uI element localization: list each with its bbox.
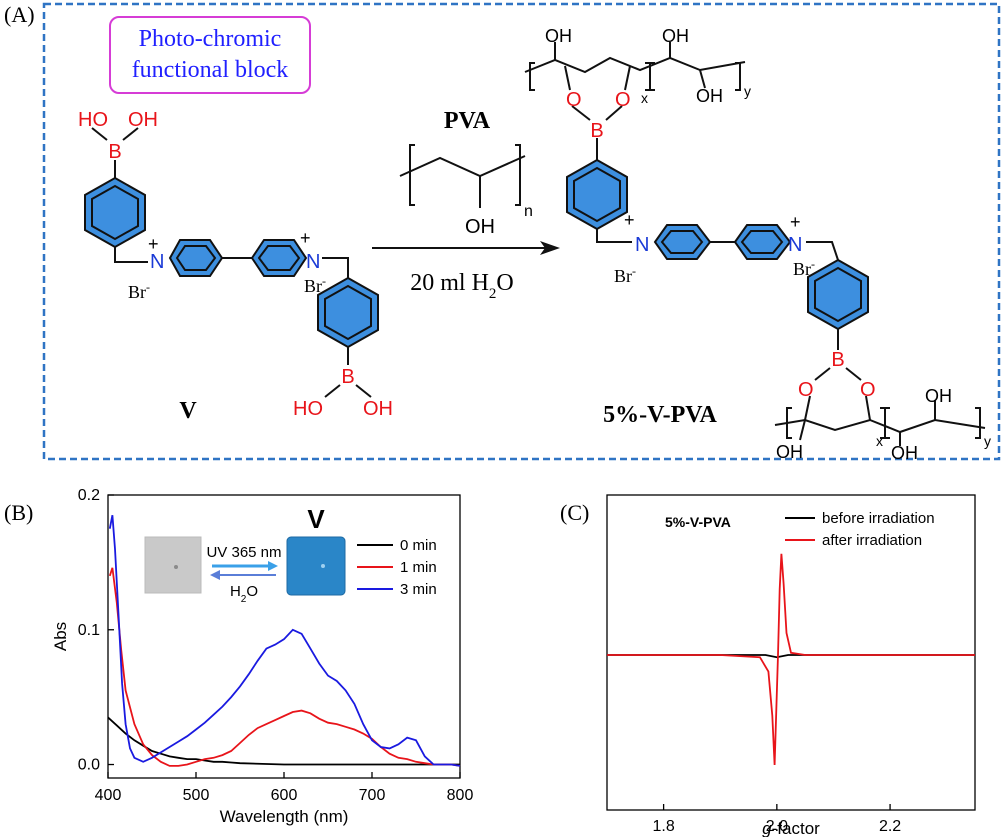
reaction-arrow-head xyxy=(540,241,560,255)
reaction-condition: 20 ml H2O xyxy=(410,270,514,302)
product-br-1: Br- xyxy=(614,264,636,286)
benzene-ring-top xyxy=(84,176,146,249)
legend-label-3: 3 min xyxy=(400,581,437,598)
product-br-2: Br- xyxy=(793,257,815,279)
reactant-oh-bottom: OH xyxy=(363,398,393,420)
product-o-4: O xyxy=(860,379,876,401)
product-plus-2: + xyxy=(790,212,801,232)
panel-c-label: (C) xyxy=(560,500,589,525)
reactant-plus-1: + xyxy=(148,234,159,254)
reactant-oh-top: OH xyxy=(128,109,158,131)
reactant-br-2: Br- xyxy=(304,274,326,296)
product-sub-x-top: x xyxy=(641,90,648,106)
series-line-1 xyxy=(107,716,460,766)
panel-c-title: 5%-V-PVA xyxy=(665,514,731,530)
panel-a-label: (A) xyxy=(4,2,35,27)
legend-label-1: before irradiation xyxy=(822,510,935,527)
x-tick-label: 400 xyxy=(95,787,122,804)
reagent-label: PVA xyxy=(444,108,491,134)
pva-oh: OH xyxy=(465,216,495,238)
product-n-1: N xyxy=(635,234,649,256)
pva-n: n xyxy=(524,203,533,220)
film-before-photo xyxy=(144,536,202,594)
x-tick-label: 800 xyxy=(447,787,474,804)
x-tick-label: 700 xyxy=(359,787,386,804)
product-o-3: O xyxy=(798,379,814,401)
product-oh-2: OH xyxy=(662,26,689,46)
film-before-spot xyxy=(174,565,178,569)
reactant-br-1: Br- xyxy=(128,280,150,302)
inset-h2o-label: H2O xyxy=(230,583,258,605)
x-tick-label: 2.2 xyxy=(879,818,901,835)
x-axis-label: g-factor xyxy=(762,819,820,837)
reactant-plus-2: + xyxy=(300,228,311,248)
product-sub-x-bottom: x xyxy=(876,433,883,449)
product-oh-4: OH xyxy=(925,386,952,406)
y-tick-label: 0.0 xyxy=(78,757,100,774)
film-after-spot xyxy=(321,564,325,568)
product-oh-6: OH xyxy=(891,443,918,463)
product-oh-3: OH xyxy=(696,86,723,106)
reactant-boron-top: B xyxy=(108,141,121,163)
film-after-photo xyxy=(286,536,346,596)
y-tick-label: 0.1 xyxy=(78,622,100,639)
reactant-label: V xyxy=(179,398,197,424)
callout-box xyxy=(109,16,311,94)
series-line-2 xyxy=(607,553,975,766)
panel-b-label: (B) xyxy=(4,500,33,525)
product-sub-y-top: y xyxy=(744,83,751,99)
x-tick-label: 600 xyxy=(271,787,298,804)
product-o-2: O xyxy=(615,89,631,111)
product-n-2: N xyxy=(788,234,802,256)
legend-label-2: 1 min xyxy=(400,559,437,576)
product-structure xyxy=(524,42,986,446)
series-line-3 xyxy=(108,515,461,767)
benzene-ring-bottom xyxy=(317,276,379,349)
reactant-n-1: N xyxy=(150,251,164,273)
product-boron-top: B xyxy=(590,120,603,142)
pva-structure xyxy=(399,144,526,208)
h2o-arrow-head xyxy=(210,570,220,580)
plot-frame xyxy=(606,494,976,811)
product-o-1: O xyxy=(566,89,582,111)
product-label: 5%-V-PVA xyxy=(603,402,717,428)
reactant-structure xyxy=(84,127,379,398)
x-tick-label: 1.8 xyxy=(652,818,674,835)
reactant-ho-top: HO xyxy=(78,109,108,131)
inset-uv-label: UV 365 nm xyxy=(206,544,281,561)
y-tick-label: 0.2 xyxy=(78,487,100,504)
inset-title: V xyxy=(307,504,325,534)
panel-a-frame xyxy=(42,2,1001,461)
product-oh-1: OH xyxy=(545,26,572,46)
product-sub-y-bottom: y xyxy=(984,433,991,449)
product-benzene-bottom xyxy=(807,258,869,331)
x-axis-label: Wavelength (nm) xyxy=(220,807,349,826)
reactant-boron-bottom: B xyxy=(341,366,354,388)
callout-line-1: Photo-chromic xyxy=(139,26,282,52)
product-plus-1: + xyxy=(624,210,635,230)
reactant-n-2: N xyxy=(306,251,320,273)
product-boron-bottom: B xyxy=(831,349,844,371)
legend-label-2: after irradiation xyxy=(822,532,922,549)
x-tick-label: 500 xyxy=(183,787,210,804)
product-oh-5: OH xyxy=(776,442,803,462)
epr-chart: 1.8 2.0 2.2 g-factor before irradiation after… xyxy=(606,494,976,837)
uv-arrow-head xyxy=(268,561,278,571)
product-benzene-top xyxy=(566,158,628,231)
y-axis-label: Abs xyxy=(51,622,70,651)
reactant-ho-bottom: HO xyxy=(293,398,323,420)
callout-line-2: functional block xyxy=(132,57,289,83)
series-line-2 xyxy=(108,567,461,767)
x-tick-label: 2.0 xyxy=(766,818,788,835)
legend-label-1: 0 min xyxy=(400,537,437,554)
